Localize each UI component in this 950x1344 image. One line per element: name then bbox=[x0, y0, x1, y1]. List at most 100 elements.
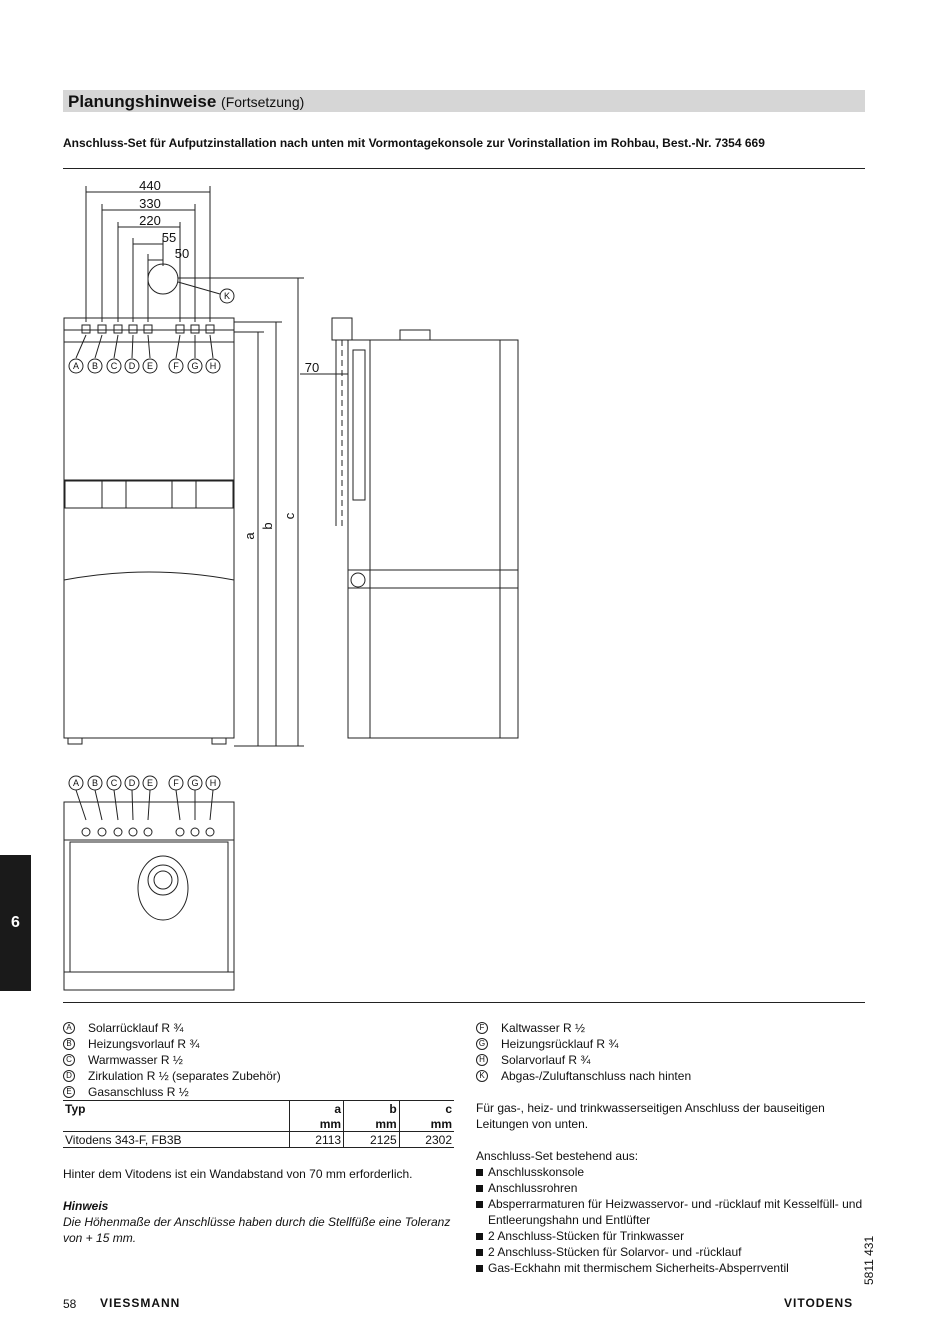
table-unit-row: mm mm mm bbox=[63, 1116, 454, 1132]
table-unit-b: mm bbox=[343, 1116, 400, 1132]
dim-c: c bbox=[282, 512, 297, 519]
legend-text: Abgas-/Zuluftanschluss nach hinten bbox=[501, 1069, 692, 1083]
list-item: Anschlusskonsole bbox=[476, 1164, 868, 1180]
section-subtitle: Anschluss-Set für Aufputzinstallation na… bbox=[63, 136, 765, 150]
legend-letter: H bbox=[476, 1054, 488, 1066]
set-list: Anschlusskonsole Anschlussrohren Absperr… bbox=[476, 1164, 868, 1276]
connection-paragraph: Für gas-, heiz- und trinkwasserseitigen … bbox=[476, 1101, 825, 1131]
legend-letter: C bbox=[63, 1054, 75, 1066]
hint-text: Die Höhenmaße der Anschlüsse haben durch… bbox=[63, 1215, 451, 1245]
legend-letter: B bbox=[63, 1038, 75, 1050]
legend-letter: G bbox=[476, 1038, 488, 1050]
table-header-c: c bbox=[398, 1100, 454, 1116]
label-c: C bbox=[111, 361, 118, 371]
page-title: Planungshinweise (Fortsetzung) bbox=[68, 92, 305, 111]
legend-right: F Kaltwasser R ½ G Heizungsrücklauf R ¾ H S… bbox=[476, 1020, 691, 1084]
legend-item: D Zirkulation R ½ (separates Zubehör) bbox=[63, 1068, 281, 1084]
legend-text: Gasanschluss R ½ bbox=[88, 1085, 189, 1099]
label-h: H bbox=[210, 361, 217, 371]
legend-text: Warmwasser R ½ bbox=[88, 1053, 183, 1067]
legend-item: B Heizungsvorlauf R ¾ bbox=[63, 1036, 281, 1052]
dim-440: 440 bbox=[139, 178, 161, 193]
label-k: K bbox=[224, 291, 230, 301]
label-h-bottom: H bbox=[210, 778, 217, 788]
set-title: Anschluss-Set bestehend aus: bbox=[476, 1149, 639, 1163]
page-number: 58 bbox=[63, 1297, 77, 1311]
label-g: G bbox=[191, 361, 198, 371]
label-d: D bbox=[129, 361, 136, 371]
list-item-text: Gas-Eckhahn mit thermischem Sicherheits-… bbox=[488, 1261, 789, 1275]
legend-text: Solarrücklauf R ¾ bbox=[88, 1021, 184, 1035]
dim-330: 330 bbox=[139, 196, 161, 211]
bullet-icon bbox=[476, 1233, 483, 1240]
list-item-text: 2 Anschluss-Stücken für Solarvor- und -r… bbox=[488, 1245, 742, 1259]
legend-item: K Abgas-/Zuluftanschluss nach hinten bbox=[476, 1068, 691, 1084]
legend-letter: E bbox=[63, 1086, 75, 1098]
list-item-text: 2 Anschluss-Stücken für Trinkwasser bbox=[488, 1229, 685, 1243]
dim-b: b bbox=[260, 522, 275, 529]
label-c-bottom: C bbox=[111, 778, 118, 788]
list-item: Anschlussrohren bbox=[476, 1180, 868, 1196]
dimension-table: Typ a b c mm mm mm Vitodens 343-F, FB3B … bbox=[63, 1100, 454, 1148]
table-cell-b: 2125 bbox=[343, 1131, 400, 1148]
bullet-icon bbox=[476, 1185, 483, 1192]
bullet-icon bbox=[476, 1249, 483, 1256]
label-g-bottom: G bbox=[191, 778, 198, 788]
label-a: A bbox=[73, 361, 79, 371]
legend-item: E Gasanschluss R ½ bbox=[63, 1084, 281, 1100]
table-unit-a: mm bbox=[288, 1116, 344, 1132]
dim-a: a bbox=[242, 532, 257, 540]
label-e: E bbox=[147, 361, 153, 371]
hint-title: Hinweis bbox=[63, 1199, 109, 1213]
legend-item: C Warmwasser R ½ bbox=[63, 1052, 281, 1068]
table-cell-typ: Vitodens 343-F, FB3B bbox=[65, 1132, 182, 1147]
page-title-suffix: (Fortsetzung) bbox=[221, 94, 305, 110]
table-unit-typ bbox=[63, 1116, 290, 1132]
document-number-text: 5811 431 bbox=[862, 1235, 876, 1285]
legend-text: Heizungsrücklauf R ¾ bbox=[501, 1037, 619, 1051]
table-header-row: Typ a b c bbox=[63, 1100, 454, 1116]
chapter-tab: 6 bbox=[0, 855, 31, 991]
table-unit-c: mm bbox=[398, 1116, 454, 1132]
list-item: 2 Anschluss-Stücken für Trinkwasser bbox=[476, 1228, 868, 1244]
legend-item: F Kaltwasser R ½ bbox=[476, 1020, 691, 1036]
list-item: Gas-Eckhahn mit thermischem Sicherheits-… bbox=[476, 1260, 868, 1276]
divider-top bbox=[63, 168, 865, 169]
label-b-bottom: B bbox=[92, 778, 98, 788]
legend-item: G Heizungsrücklauf R ¾ bbox=[476, 1036, 691, 1052]
label-f-bottom: F bbox=[173, 778, 179, 788]
legend-text: Heizungsvorlauf R ¾ bbox=[88, 1037, 200, 1051]
legend-text: Solarvorlauf R ¾ bbox=[501, 1053, 591, 1067]
label-d-bottom: D bbox=[129, 778, 136, 788]
table-header-a: a bbox=[288, 1100, 344, 1116]
list-item-text: Anschlusskonsole bbox=[488, 1165, 585, 1179]
table-row: Vitodens 343-F, FB3B 2113 2125 2302 bbox=[63, 1131, 454, 1148]
legend-text: Zirkulation R ½ (separates Zubehör) bbox=[88, 1069, 281, 1083]
dim-50: 50 bbox=[175, 246, 189, 261]
table-cell-a: 2113 bbox=[288, 1131, 344, 1148]
legend-text: Kaltwasser R ½ bbox=[501, 1021, 586, 1035]
label-a-bottom: A bbox=[73, 778, 79, 788]
label-e-bottom: E bbox=[147, 778, 153, 788]
bullet-icon bbox=[476, 1169, 483, 1176]
list-item: 2 Anschluss-Stücken für Solarvor- und -r… bbox=[476, 1244, 868, 1260]
bullet-icon bbox=[476, 1201, 483, 1208]
dim-55: 55 bbox=[162, 230, 176, 245]
dim-220: 220 bbox=[139, 213, 161, 228]
bullet-icon bbox=[476, 1265, 483, 1272]
table-cell-c: 2302 bbox=[398, 1131, 454, 1148]
legend-letter: F bbox=[476, 1022, 488, 1034]
legend-item: A Solarrücklauf R ¾ bbox=[63, 1020, 281, 1036]
legend-letter: D bbox=[63, 1070, 75, 1082]
brand-logo-vitodens: VITODENS bbox=[784, 1296, 854, 1310]
document-number: 5811 431 bbox=[858, 1233, 878, 1293]
legend-letter: K bbox=[476, 1070, 488, 1082]
brand-logo-viessmann: VIESSMANN bbox=[100, 1296, 181, 1310]
table-header-b: b bbox=[343, 1100, 400, 1116]
wall-distance-text: Hinter dem Vitodens ist ein Wandabstand … bbox=[63, 1167, 413, 1181]
legend-letter: A bbox=[63, 1022, 75, 1034]
divider-middle bbox=[63, 1002, 865, 1003]
dim-70: 70 bbox=[305, 360, 319, 375]
list-item: Absperrarmaturen für Heizwasservor- und … bbox=[476, 1196, 868, 1228]
